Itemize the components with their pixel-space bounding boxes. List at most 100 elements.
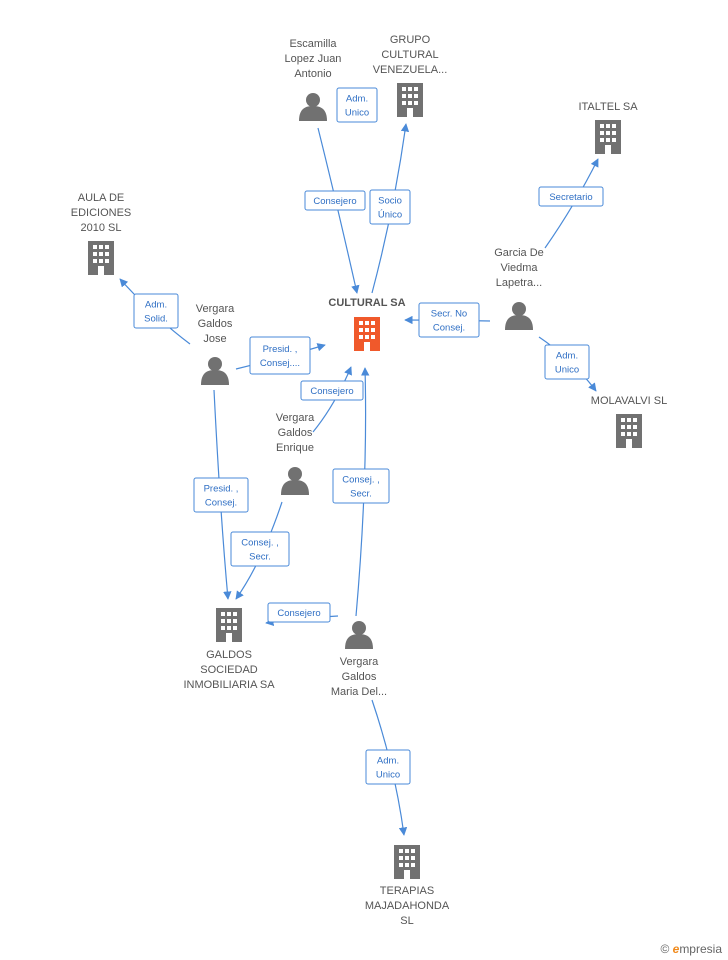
edge-label-box[interactable] [544, 344, 590, 380]
edge-label-text: Unico [555, 365, 579, 376]
edge-escamilla-cultural: Consejero [304, 127, 366, 294]
node-label: EDICIONES [71, 207, 132, 219]
person-icon [505, 302, 533, 330]
edge-maria-galdos: Consejero [265, 602, 339, 627]
edge-arrow-line [312, 366, 352, 433]
node-label: Viedma [500, 262, 538, 274]
edge-label-box[interactable] [300, 380, 364, 401]
edge-label-text: Unico [345, 108, 369, 119]
edge-jose-galdos: Presid. , Consej. [193, 389, 249, 600]
node-garcia[interactable]: Garcia DeViedmaLapetra... [494, 247, 544, 330]
node-label: INMOBILIARIA SA [183, 679, 275, 691]
node-label: Vergara [276, 412, 315, 424]
node-label: AULA DE [78, 192, 124, 204]
node-galdos[interactable]: GALDOS SOCIEDAD INMOBILIARIA SA [183, 608, 275, 691]
brand-logo: © empresia [660, 942, 722, 956]
node-label: CULTURAL SA [328, 297, 405, 309]
edge-label-box[interactable] [538, 186, 604, 207]
edge-label-text: Consejero [277, 608, 320, 619]
edge-label-box[interactable] [249, 336, 311, 375]
node-terapias[interactable]: TERAPIAS MAJADAHONDA SL [365, 845, 450, 927]
person-icon [281, 467, 309, 495]
edge-label-text: Consej. , [241, 538, 279, 549]
edge-label-text: Unico [376, 770, 400, 781]
edge-label-text: Consej. [433, 323, 465, 334]
edge-label-box[interactable] [365, 749, 411, 785]
edge-label-box[interactable] [304, 190, 366, 211]
edge-label-text: Consejero [313, 196, 356, 207]
edge-label-text: Consejero [310, 386, 353, 397]
building-icon [88, 241, 114, 275]
node-label: Galdos [342, 671, 377, 683]
node-italtel[interactable]: ITALTEL SA [578, 101, 638, 154]
edge-enrique-galdos: Consej. ,Secr. [230, 501, 290, 600]
edge-label-box[interactable] [193, 477, 249, 513]
edge-label-box[interactable] [369, 189, 411, 225]
edge-label-text: Secretario [549, 192, 592, 203]
node-label: Maria Del... [331, 686, 387, 698]
node-label: 2010 SL [81, 222, 122, 234]
building-icon [616, 414, 642, 448]
person-icon [299, 93, 327, 121]
edge-label-box[interactable] [332, 468, 390, 504]
edge-garcia-cultural: Secr. No Consej. [404, 302, 491, 338]
edge-jose-cultural: Presid. , Consej.... [235, 336, 326, 375]
node-grupo[interactable]: GRUPOCULTURALVENEZUELA... [373, 34, 448, 117]
edge-label-box[interactable] [418, 302, 480, 338]
brand-name: mpresia [679, 942, 722, 956]
edge-label-text: Secr. [350, 489, 372, 500]
node-label: Lopez Juan [285, 53, 342, 65]
edge-label-text: Adm. [377, 756, 399, 767]
node-label: ITALTEL SA [578, 101, 638, 113]
edge-label-text: Único [378, 210, 402, 221]
edge-label-text: Solid. [144, 314, 168, 325]
person-icon [345, 621, 373, 649]
edge-label-box[interactable] [336, 87, 378, 123]
edge-maria-cultural: Consej. ,Secr. [332, 367, 390, 617]
node-aula[interactable]: AULA DE EDICIONES 2010 SL [71, 192, 132, 275]
node-label: Galdos [198, 318, 233, 330]
edge-label-box[interactable] [267, 602, 331, 623]
node-label: CULTURAL [381, 49, 438, 61]
brand-initial: e [672, 942, 680, 956]
edge-label-text: Presid. , [204, 484, 239, 495]
node-label: Jose [203, 333, 226, 345]
node-label: GALDOS [206, 649, 252, 661]
building-icon [354, 317, 380, 351]
edge-label-text: Adm. [346, 94, 368, 105]
node-label: SL [400, 915, 413, 927]
edge-label-text: Consej.... [260, 358, 300, 369]
person-icon [201, 357, 229, 385]
node-label: TERAPIAS [380, 885, 434, 897]
edge-label-text: Socio [378, 196, 402, 207]
node-label: MAJADAHONDA [365, 900, 450, 912]
node-label: Garcia De [494, 247, 544, 259]
building-icon [397, 83, 423, 117]
edge-jose-aula: Adm.Solid. [119, 278, 191, 345]
node-label: SOCIEDAD [200, 664, 258, 676]
node-molavalvi[interactable]: MOLAVALVI SL [591, 395, 667, 448]
node-label: MOLAVALVI SL [591, 395, 667, 407]
edge-label-text: Secr. No [431, 309, 467, 320]
node-label: Vergara [340, 656, 379, 668]
edge-label-box[interactable] [230, 531, 290, 567]
edge-maria-terapias: Adm. Unico [365, 699, 411, 836]
node-label: Enrique [276, 442, 314, 454]
edge-label-text: Presid. , [263, 344, 298, 355]
edge-label-box[interactable] [133, 293, 179, 329]
node-label: Antonio [294, 68, 331, 80]
edge-label-text: Consej. [205, 498, 237, 509]
node-label: GRUPO [390, 34, 431, 46]
building-icon [394, 845, 420, 879]
node-label: Vergara [196, 303, 235, 315]
node-cultural[interactable]: CULTURAL SA [328, 297, 406, 351]
edge-label-text: Adm. [556, 351, 578, 362]
edge-enrique-cultural: Consejero [300, 366, 364, 433]
